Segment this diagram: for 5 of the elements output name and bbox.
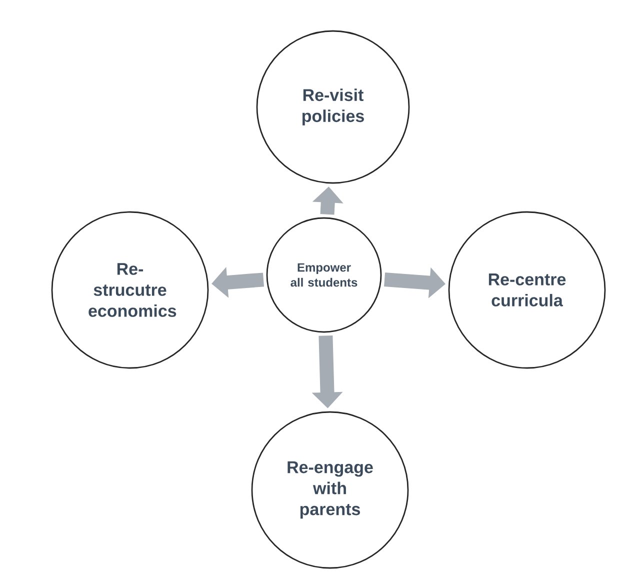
circle-node: Re- strucutre economics	[51, 211, 209, 369]
circle-node: Empower all students	[266, 217, 382, 333]
circle-node: Re-engage with parents	[251, 411, 409, 569]
circle-node: Re-visit policies	[256, 30, 410, 184]
circle-node: Re-centre curricula	[448, 211, 606, 369]
